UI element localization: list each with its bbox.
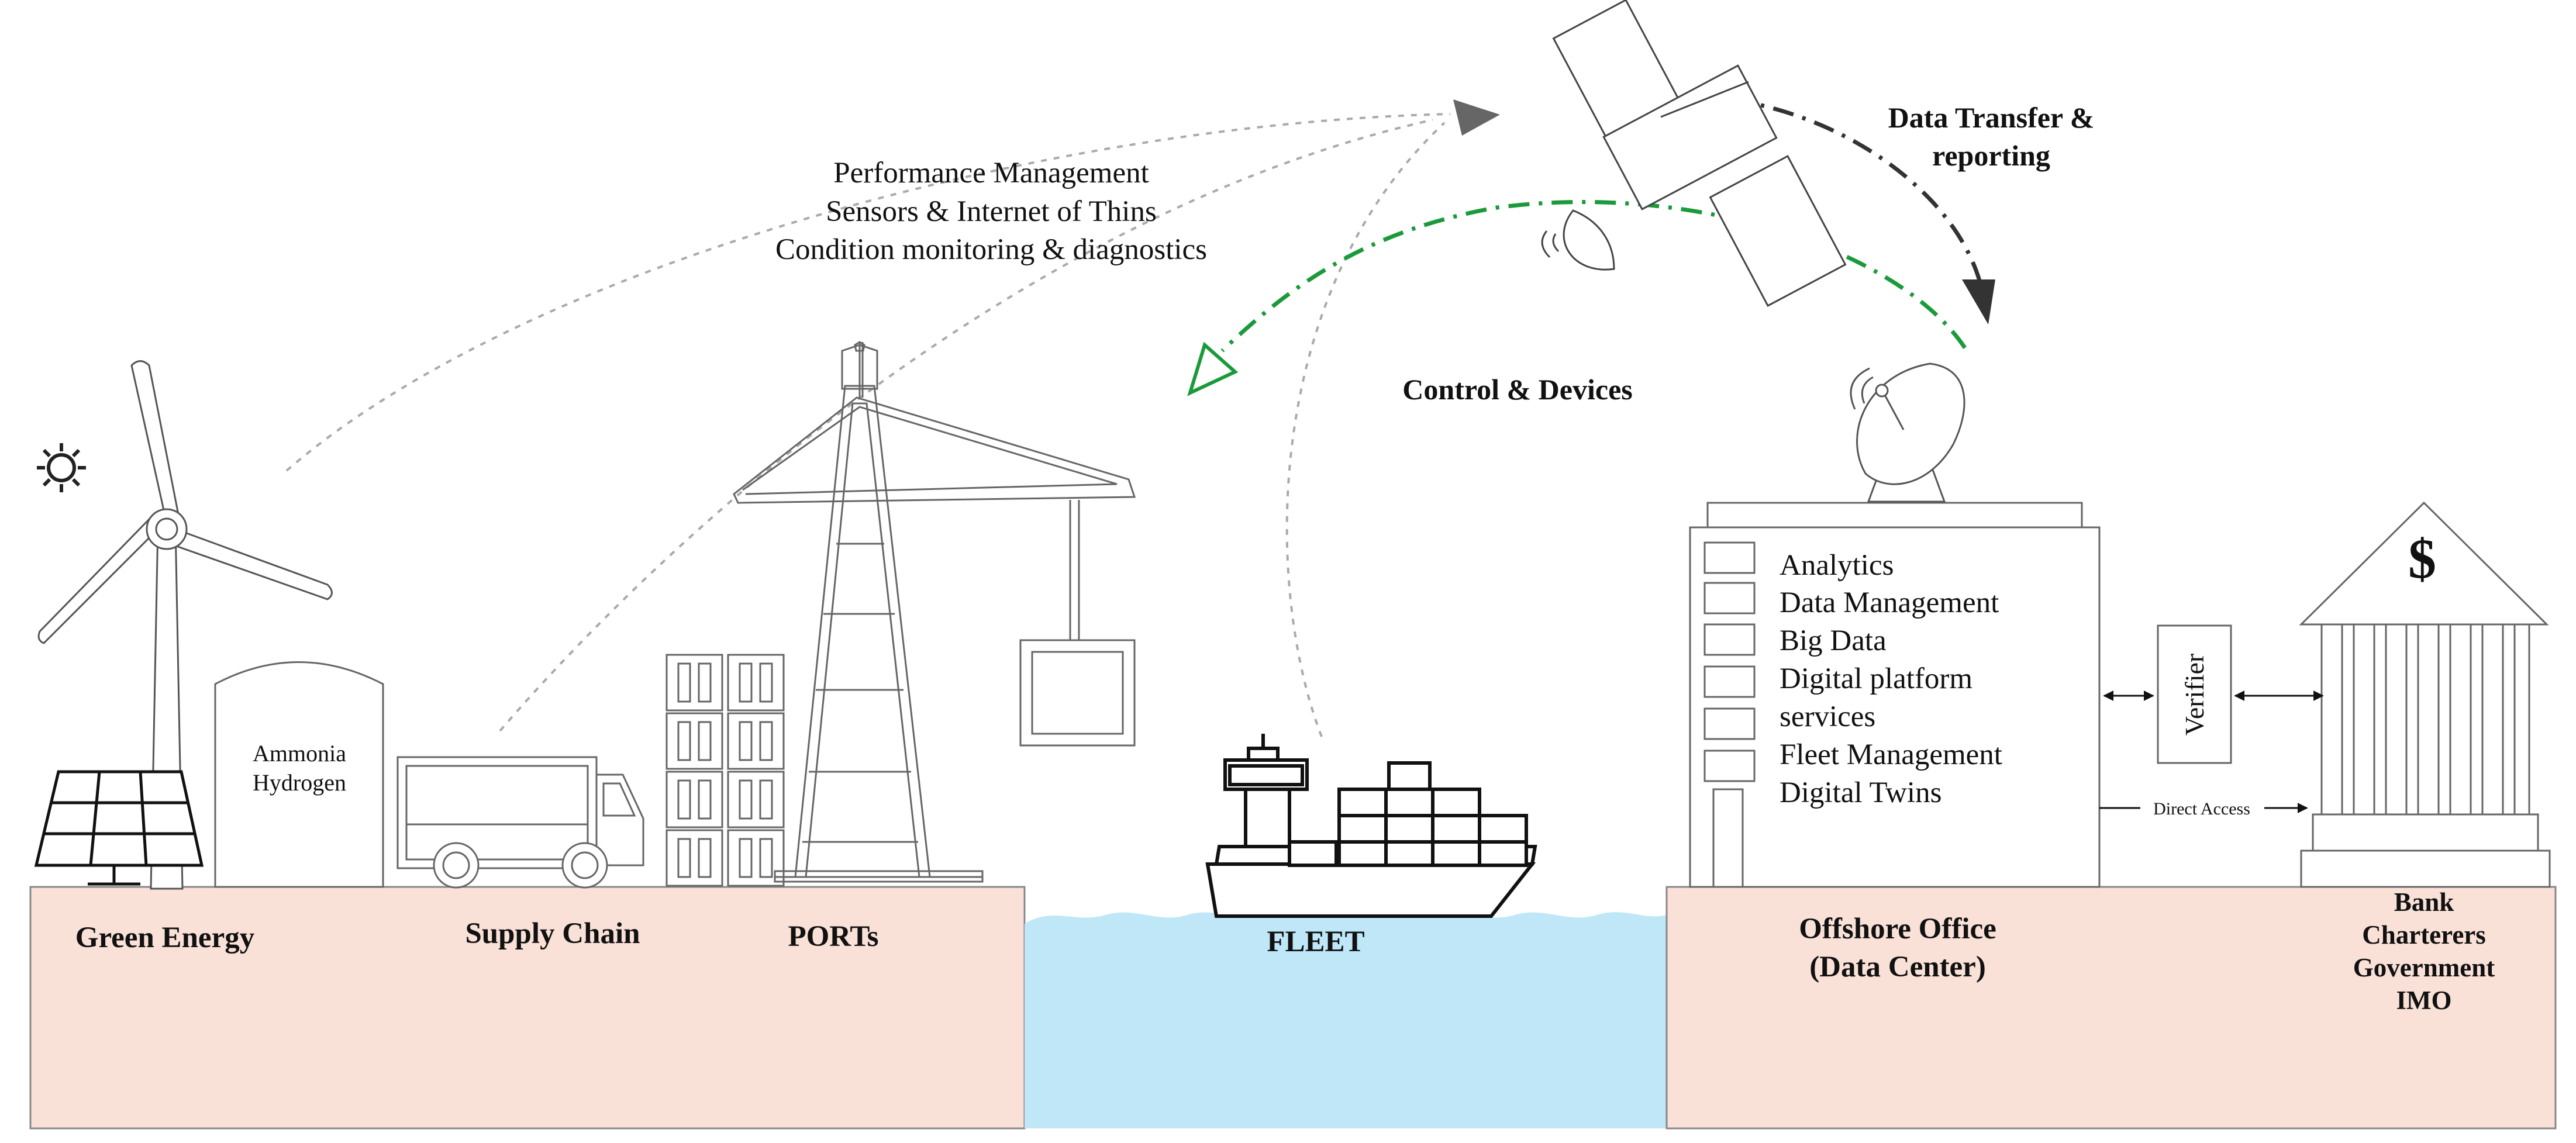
verifier-label: Verifier (2180, 654, 2209, 735)
wind-turbine-icon (37, 360, 333, 890)
stakeholder-item: IMO (2396, 986, 2452, 1015)
service-item: services (1780, 700, 1875, 733)
annotation-line: Performance Management (833, 157, 1149, 189)
land-left (29, 886, 1026, 1130)
water (1025, 912, 1667, 1128)
storage-tank: Ammonia Hydrogen (214, 661, 384, 888)
dollar-symbol: $ (2408, 527, 2436, 590)
sensor-arrow-head (1453, 99, 1500, 136)
truck-icon (396, 756, 644, 889)
section-labels: Green Energy Supply Chain PORTs FLEET Of… (75, 913, 1996, 983)
section-label-fleet: FLEET (1267, 926, 1364, 958)
data-transfer-arrow-head (1962, 279, 1995, 324)
solar-panel-icon (34, 770, 204, 886)
sensor-communication-lines (285, 113, 1451, 737)
stakeholder-item: Government (2353, 953, 2495, 982)
service-item: Digital platform (1780, 662, 1972, 695)
data-transfer-arrow (1730, 97, 1982, 282)
service-item: Data Management (1780, 586, 1999, 619)
satellite-icon (1541, 0, 1847, 307)
control-devices-label: Control & Devices (1402, 373, 1632, 406)
annotation-line: Data Transfer & (1888, 101, 2095, 134)
service-item: Fleet Management (1780, 738, 2002, 771)
stakeholder-item: Charterers (2362, 920, 2486, 949)
annotation-line: Sensors & Internet of Thins (826, 195, 1157, 228)
section-label-offshore: (Data Center) (1809, 951, 1986, 983)
data-center-services: Analytics Data Management Big Data Digit… (1780, 549, 2002, 809)
bank-building (2299, 501, 2551, 888)
section-label-offshore: Offshore Office (1799, 913, 1996, 945)
stakeholder-item: Bank (2394, 888, 2454, 917)
tank-label-line: Hydrogen (253, 769, 346, 796)
direct-access-label: Direct Access (2153, 799, 2250, 819)
performance-annotation: Performance Management Sensors & Interne… (775, 157, 1207, 266)
annotation-line: reporting (1932, 139, 2050, 172)
annotation-line: Condition monitoring & diagnostics (775, 233, 1207, 266)
verifier-connectors (2099, 690, 2324, 813)
service-item: Digital Twins (1780, 776, 1942, 809)
section-label-supply-chain: Supply Chain (465, 917, 640, 950)
satellite-dish-icon (1850, 362, 1965, 503)
tank-label-line: Ammonia (253, 740, 346, 766)
data-center-building (1689, 502, 2101, 888)
control-arrow-head (1187, 341, 1239, 396)
land-right (1665, 886, 2557, 1130)
section-label-ports: PORTs (788, 920, 878, 953)
sun-icon (37, 443, 86, 492)
container-stack-icon (665, 654, 785, 887)
service-item: Analytics (1780, 549, 1894, 582)
port-crane-icon (733, 341, 1136, 883)
ship-icon (1205, 734, 1537, 918)
service-item: Big Data (1780, 624, 1887, 657)
data-transfer-annotation: Data Transfer & reporting (1888, 101, 2095, 172)
stakeholder-labels: Bank Charterers Government IMO (2353, 888, 2495, 1015)
section-label-green-energy: Green Energy (75, 921, 254, 954)
verifier-box (2157, 624, 2232, 764)
